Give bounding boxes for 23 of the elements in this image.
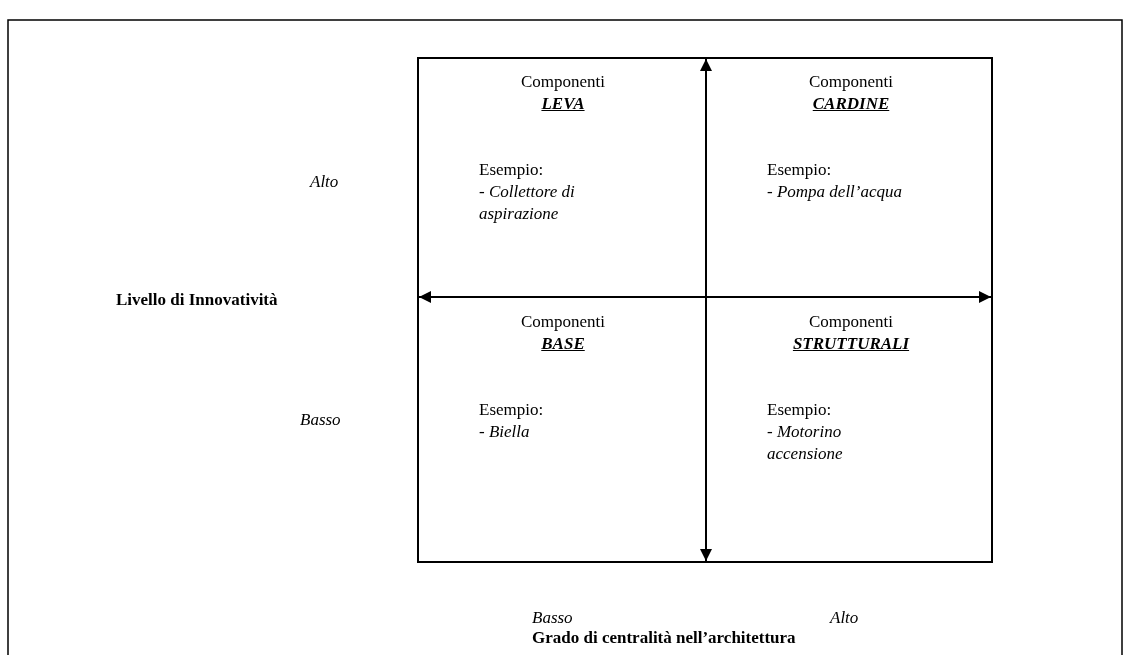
axis-title: Livello di Innovatività (116, 290, 278, 310)
quadrant-heading: Componenti (519, 311, 607, 333)
quadrant-heading: Componenti (807, 311, 895, 333)
example-label: Esempio: (479, 399, 545, 421)
example-text: - Pompa dell’acqua (767, 181, 904, 203)
quadrant-title: STRUTTURALI (792, 333, 910, 355)
example-text: - Biella (479, 421, 531, 443)
example-label: Esempio: (767, 399, 833, 421)
example-label: Esempio: (479, 159, 545, 181)
quadrant-heading: Componenti (519, 71, 607, 93)
axis-value: Alto (830, 608, 859, 628)
quadrant-title: BASE (541, 333, 585, 355)
quadrant-title: CARDINE (812, 93, 890, 115)
quadrant-heading: Componenti (807, 71, 895, 93)
axis-value: Basso (300, 410, 341, 430)
axis-title: Grado di centralità nell’architettura (532, 628, 796, 648)
example-text: - Motorino accensione (767, 421, 844, 465)
quadrant-title: LEVA (541, 93, 585, 115)
axis-value: Basso (532, 608, 573, 628)
matrix-box (417, 57, 993, 563)
example-text: - Collettore di aspirazione (479, 181, 576, 225)
example-label: Esempio: (767, 159, 833, 181)
axis-value: Alto (310, 172, 339, 192)
